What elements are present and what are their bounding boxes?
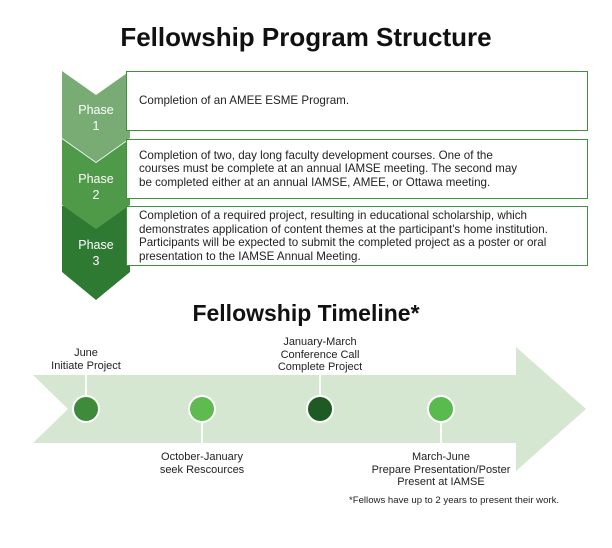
phase-3-description-box: Completion of a required project, result… <box>126 206 588 266</box>
timeline-title: Fellowship Timeline* <box>192 300 420 326</box>
milestone-4-label: March-June Prepare Presentation/Poster P… <box>356 451 526 489</box>
milestone-2-period: October-January <box>161 451 243 463</box>
phase-1-description: Completion of an AMEE ESME Program. <box>139 94 350 108</box>
milestone-1-dot <box>72 395 100 423</box>
phase-1-chevron <box>62 71 130 162</box>
phase-1-word: Phase <box>78 103 114 117</box>
milestone-3-period: January-March <box>283 336 357 348</box>
phase-3-label: Phase 3 <box>63 237 129 269</box>
milestone-3-dot <box>306 395 334 423</box>
milestone-3-activity-1: Conference Call <box>280 348 360 361</box>
milestone-1-period: June <box>74 347 98 359</box>
phase-1-label: Phase 1 <box>63 102 129 134</box>
milestone-2-label: October-January seek Rescources <box>132 451 272 476</box>
phase-2-word: Phase <box>78 172 114 186</box>
phase-2-description: Completion of two, day long faculty deve… <box>139 148 518 189</box>
milestone-4-activity-1: Prepare Presentation/Poster <box>371 463 511 476</box>
phase-2-chevron <box>62 139 130 229</box>
milestone-4-dot <box>427 395 455 423</box>
phase-3-description: Completion of a required project, result… <box>139 209 548 263</box>
milestone-3-label: January-March Conference Call Complete P… <box>250 336 390 374</box>
milestone-4-period: March-June <box>411 451 471 463</box>
milestone-3-activity-2: Complete Project <box>277 361 363 373</box>
milestone-2-activity: seek Rescources <box>159 463 245 476</box>
phase-2-description-box: Completion of two, day long faculty deve… <box>126 139 588 199</box>
phase-2-number: 2 <box>92 188 100 202</box>
milestone-1-activity: Initiate Project <box>51 359 121 372</box>
phase-3-chevron <box>62 206 130 300</box>
phase-1-number: 1 <box>92 119 100 133</box>
phase-2-label: Phase 2 <box>63 171 129 203</box>
milestone-4-activity-2: Present at IAMSE <box>397 476 485 488</box>
phase-3-number: 3 <box>92 254 100 268</box>
milestone-1-label: June Initiate Project <box>26 347 146 372</box>
phase-1-description-box: Completion of an AMEE ESME Program. <box>126 71 588 131</box>
structure-title: Fellowship Program Structure <box>120 22 492 52</box>
milestone-2-dot <box>188 395 216 423</box>
timeline-footnote: *Fellows have up to 2 years to present t… <box>349 495 560 506</box>
phase-3-word: Phase <box>78 238 114 252</box>
